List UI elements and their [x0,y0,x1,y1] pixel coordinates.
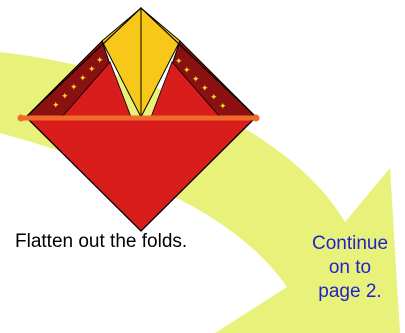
star-icon: ✦ [219,102,227,112]
continue-link[interactable]: Continue on to page 2. [290,232,405,304]
star-icon: ✦ [88,65,96,75]
continue-line-1: Continue [290,232,405,256]
continue-line-2: on to [290,256,405,280]
star-icon: ✦ [192,75,200,85]
continue-line-3: page 2. [290,280,405,304]
star-icon: ✦ [61,92,69,102]
star-icon: ✦ [79,74,87,84]
star-icon: ✦ [201,84,209,94]
fold-line-icon [18,115,260,122]
star-icon: ✦ [210,93,218,103]
star-icon: ✦ [96,56,104,66]
instruction-text: Flatten out the folds. [15,231,187,253]
star-icon: ✦ [52,101,60,111]
star-icon: ✦ [183,66,191,76]
star-icon: ✦ [175,57,183,67]
star-icon: ✦ [70,83,78,93]
